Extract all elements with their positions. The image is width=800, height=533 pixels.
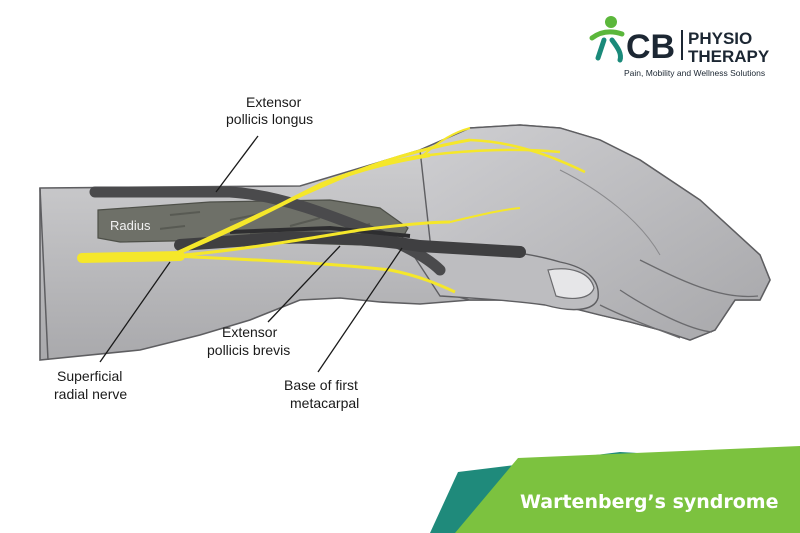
- title-banner: Wartenberg’s syndrome: [430, 446, 800, 533]
- logo-tagline: Pain, Mobility and Wellness Solutions: [624, 68, 765, 78]
- banner-title: Wartenberg’s syndrome: [520, 491, 779, 513]
- epl-tendon: [89, 186, 446, 276]
- base-label-line2: metacarpal: [290, 395, 359, 411]
- superficial-radial-nerve: [77, 127, 586, 294]
- srn-label-line1: Superficial: [57, 368, 122, 384]
- epb-label-line1: Extensor: [222, 324, 278, 340]
- epb-label-line2: pollicis brevis: [207, 342, 290, 358]
- base-label-line1: Base of first: [284, 377, 358, 393]
- logo-brand-line2: THERAPY: [688, 47, 770, 66]
- figure-person-icon: [589, 16, 625, 63]
- radius-label-box: [106, 216, 160, 234]
- radius-label: Radius: [110, 218, 151, 233]
- epb-tendon: [174, 231, 526, 258]
- epl-label-line1: Extensor: [246, 94, 302, 110]
- epl-leader: [215, 135, 259, 193]
- hand-back: [419, 124, 771, 341]
- logo-brand-line1: PHYSIO: [688, 29, 752, 48]
- logo-brand-letters: CB: [626, 28, 675, 66]
- srn-label-line2: radial nerve: [54, 386, 127, 402]
- finger-2: [619, 289, 713, 333]
- finger-3: [599, 304, 681, 339]
- thumbnail: [547, 268, 595, 299]
- finger-1: [639, 259, 759, 298]
- tendon-sheath: [229, 225, 411, 238]
- epb-leader: [267, 245, 341, 323]
- epl-label-line2: pollicis longus: [226, 111, 313, 127]
- base-leader: [317, 247, 403, 373]
- srn-leader: [99, 261, 171, 363]
- knuckle-crease: [559, 169, 661, 256]
- forearm-cut-edge: [39, 187, 49, 361]
- banner-green-shape: [455, 446, 800, 533]
- brand-logo: CB PHYSIO THERAPY Pain, Mobility and Wel…: [589, 16, 770, 78]
